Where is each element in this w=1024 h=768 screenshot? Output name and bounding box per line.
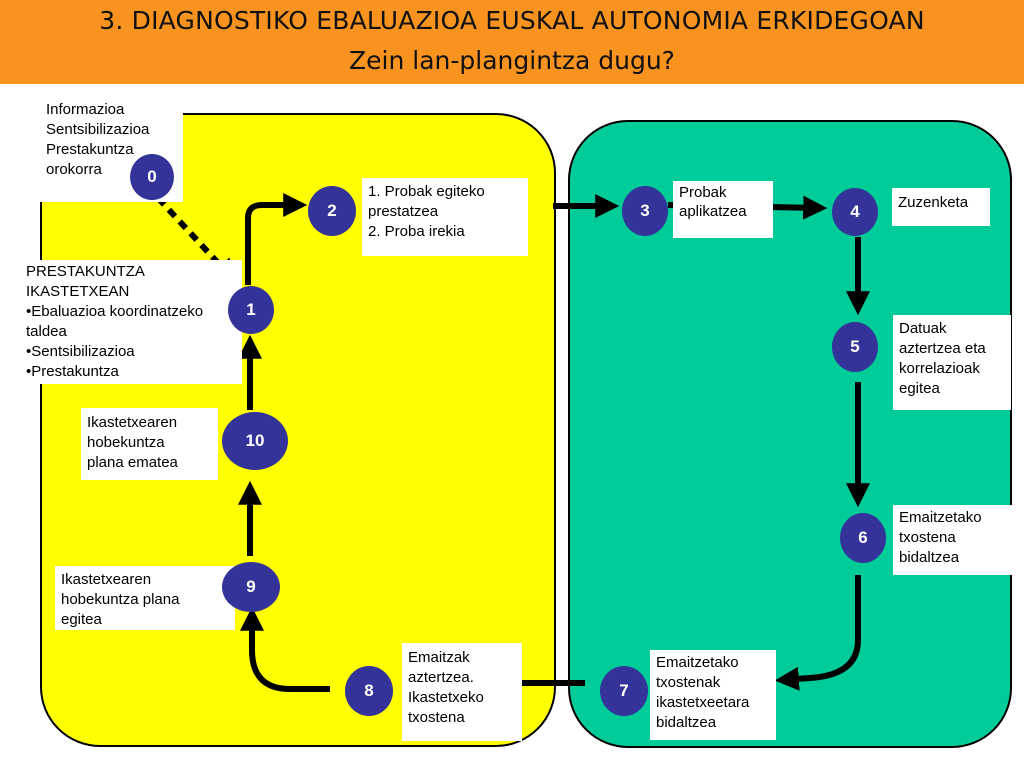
step-6-circle: 6 (840, 513, 886, 563)
step-10-box: Ikastetxearen hobekuntza plana ematea (81, 408, 218, 480)
step-10-line: plana ematea (87, 454, 178, 471)
step-5-line: aztertzea eta (899, 340, 986, 357)
step-5-box: Datuak aztertzea eta korrelazioak egitea (893, 315, 1011, 410)
step-5-line: korrelazioak (899, 360, 980, 377)
step-7-box: Emaitzetako txostenak ikastetxeetara bid… (650, 650, 776, 740)
slide-title: 3. DIAGNOSTIKO EBALUAZIOA EUSKAL AUTONOM… (99, 6, 925, 35)
step-9-line: egitea (61, 611, 102, 628)
step-0-line: Informazioa (46, 101, 125, 118)
step-0-line: Prestakuntza (46, 141, 134, 158)
arrow-8-to-9 (240, 606, 330, 692)
step-10-line: hobekuntza (87, 434, 165, 451)
step-2-line: 1. Probak egiteko (368, 183, 485, 200)
step-0-circle: 0 (130, 154, 174, 200)
step-8-line: Emaitzak (408, 649, 470, 666)
step-10-circle: 10 (222, 412, 288, 470)
step-2-box: 1. Probak egiteko prestatzea 2. Proba ir… (362, 178, 528, 256)
step-0-line: Sentsibilizazioa (46, 121, 150, 138)
slide-subtitle: Zein lan-plangintza dugu? (349, 46, 675, 75)
step-9-box: Ikastetxearen hobekuntza plana egitea (55, 566, 235, 630)
step-7-line: ikastetxeetara (656, 694, 750, 711)
step-6-line: Emaitzetako (899, 509, 982, 526)
step-3-line: aplikatzea (679, 203, 747, 220)
step-7-line: Emaitzetako (656, 654, 739, 671)
step-2-line: prestatzea (368, 203, 439, 220)
step-9-circle: 9 (222, 562, 280, 612)
step-2-line: 2. Proba irekia (368, 223, 465, 240)
step-1-circle: 1 (228, 286, 274, 334)
step-1-box: PRESTAKUNTZA IKASTETXEAN Ebaluazioa koor… (20, 260, 242, 384)
step-3-box: Probak aplikatzea (673, 181, 773, 238)
step-3-line: Probak (679, 184, 727, 201)
title-bar: 3. DIAGNOSTIKO EBALUAZIOA EUSKAL AUTONOM… (0, 0, 1024, 84)
step-9-line: Ikastetxearen (61, 571, 152, 588)
step-8-box: Emaitzak aztertzea. Ikastetxeko txostena (402, 643, 522, 741)
step-8-line: Ikastetxeko (408, 689, 484, 706)
step-7-line: txostenak (656, 674, 721, 691)
step-4-circle: 4 (832, 188, 878, 236)
arrow-6-to-7 (774, 575, 861, 691)
step-6-line: bidaltzea (899, 549, 960, 566)
step-6-box: Emaitzetako txostena bidaltzea (893, 505, 1013, 575)
step-1-bullet: Sentsibilizazioa (26, 342, 236, 362)
step-4-box: Zuzenketa (892, 188, 990, 226)
step-3-circle: 3 (622, 186, 668, 236)
step-5-line: Datuak (899, 320, 947, 337)
step-1-title-line: IKASTETXEAN (26, 283, 130, 300)
step-6-line: txostena (899, 529, 956, 546)
step-2-circle: 2 (308, 186, 356, 236)
step-9-line: hobekuntza plana (61, 591, 180, 608)
arrow-0-to-1 (155, 195, 237, 284)
step-1-line: taldea (26, 323, 67, 340)
step-0-line: orokorra (46, 161, 102, 178)
step-10-line: Ikastetxearen (87, 414, 178, 431)
step-5-circle: 5 (832, 322, 878, 372)
step-7-circle: 7 (600, 666, 648, 716)
step-8-line: txostena (408, 709, 465, 726)
step-5-line: egitea (899, 380, 940, 397)
step-8-line: aztertzea. (408, 669, 474, 686)
arrow-1-to-2 (245, 193, 308, 285)
step-1-bullet: Prestakuntza (26, 362, 236, 382)
step-1-bullet: Ebaluazioa koordinatzeko (26, 302, 236, 322)
step-1-title-line: PRESTAKUNTZA (26, 263, 145, 280)
step-7-line: bidaltzea (656, 714, 717, 731)
step-8-circle: 8 (345, 666, 393, 716)
step-4-line: Zuzenketa (898, 194, 969, 211)
